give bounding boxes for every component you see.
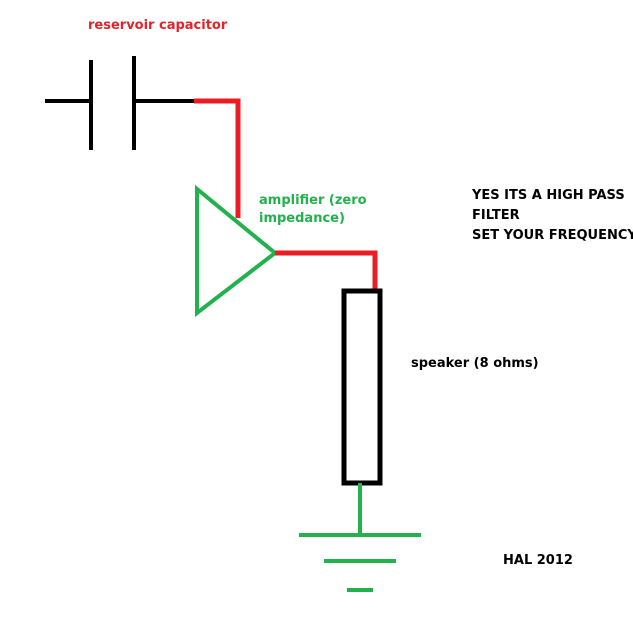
amplifier-triangle <box>195 184 279 318</box>
speaker-symbol <box>341 288 383 486</box>
wire-amplifier-to-speaker <box>275 250 378 291</box>
note-line-2: FILTER <box>472 208 520 223</box>
signature-text: HAL 2012 <box>503 553 573 568</box>
wire-capacitor-to-amplifier <box>194 98 241 218</box>
note-line-1: YES ITS A HIGH PASS <box>472 188 625 203</box>
note-line-3: SET YOUR FREQUENCY <box>472 228 633 243</box>
capacitor-symbol <box>45 56 196 150</box>
amplifier-label: amplifier (zero impedance) <box>259 193 367 226</box>
capacitor-label: reservoir capacitor <box>88 18 228 33</box>
speaker-label: speaker (8 ohms) <box>411 356 539 371</box>
ground-symbol <box>299 483 421 592</box>
note-text: YES ITS A HIGH PASS FILTER SET YOUR FREQ… <box>472 186 633 246</box>
